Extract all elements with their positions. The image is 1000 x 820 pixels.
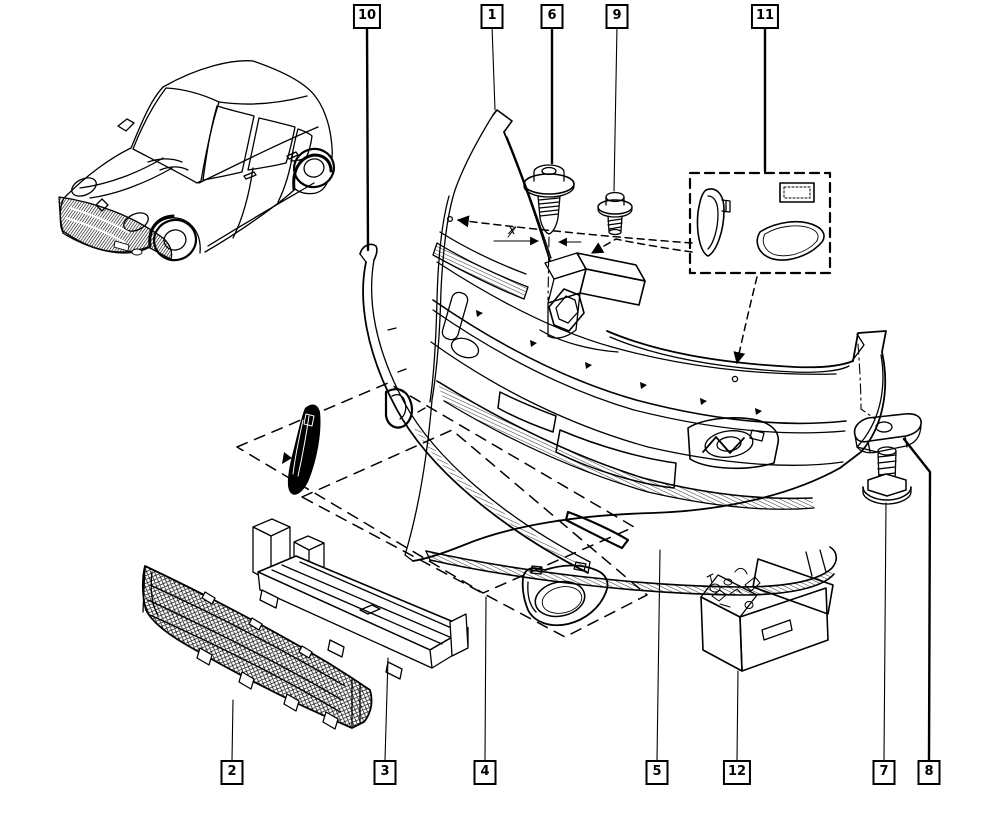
alignment-dashed-outlines — [236, 382, 648, 638]
callout-11[interactable]: 11 — [750, 4, 780, 29]
part-11-cover-kit — [688, 171, 832, 275]
part-4-trim-blade — [282, 404, 321, 495]
callout-9[interactable]: 9 — [605, 4, 629, 29]
callout-10[interactable]: 10 — [352, 4, 382, 29]
part-5-fog-lamp-cover — [521, 561, 609, 627]
vehicle-illustration — [58, 60, 336, 262]
dimension-x-label: x — [507, 223, 516, 238]
part-9-screw — [597, 191, 633, 236]
kit-dashed-box — [688, 171, 832, 275]
kit-small-plate — [779, 182, 815, 203]
part-3-impact-absorber — [252, 518, 469, 680]
wheel-rear — [292, 147, 336, 191]
washer-jet-cover — [696, 188, 731, 257]
part-12-fastener-kit-box — [700, 558, 834, 672]
callout-12[interactable]: 12 — [722, 760, 752, 785]
callout-8[interactable]: 8 — [917, 760, 941, 785]
callout-7[interactable]: 7 — [872, 760, 896, 785]
leader-lines — [231, 24, 932, 762]
trim-strip-lower — [564, 510, 630, 550]
dimension-x: x — [493, 223, 582, 247]
callout-6[interactable]: 6 — [540, 4, 564, 29]
callout-3[interactable]: 3 — [373, 760, 397, 785]
fog-lamp-recess — [687, 417, 780, 470]
vehicle-front-bumper — [58, 196, 173, 260]
part-6-bolt — [523, 164, 575, 235]
kit-contents — [706, 567, 761, 609]
kit-large-cover — [756, 220, 825, 261]
trim-strip-upper — [384, 388, 414, 429]
callout-4[interactable]: 4 — [473, 760, 497, 785]
renault-diamond-emblem — [548, 288, 585, 332]
emblem-mount — [539, 252, 646, 353]
callout-1[interactable]: 1 — [480, 4, 504, 29]
callout-5[interactable]: 5 — [645, 760, 669, 785]
callout-2[interactable]: 2 — [220, 760, 244, 785]
bumper-lower-lip — [425, 546, 838, 596]
part-1-bumper-cover — [404, 109, 887, 596]
part-7-bolt — [862, 446, 912, 505]
part-2-lower-grille — [141, 565, 373, 730]
